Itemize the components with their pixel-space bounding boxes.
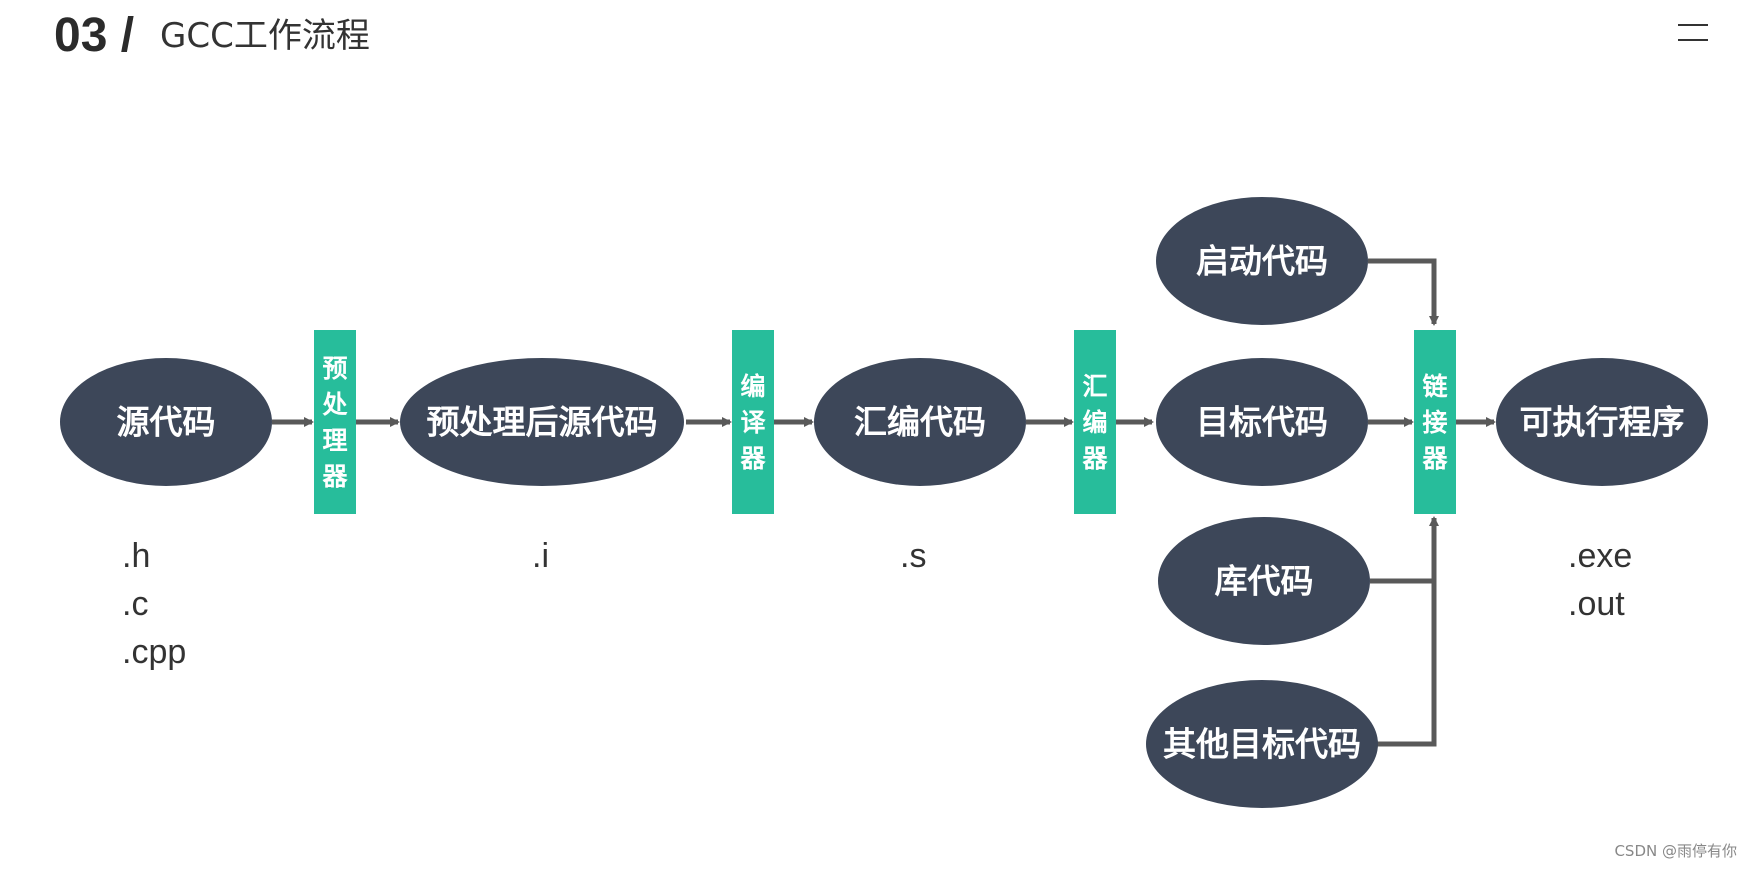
ext-s: .s — [900, 537, 926, 575]
ext-exe: .exe — [1568, 537, 1632, 575]
executable-node — [1496, 358, 1708, 486]
page-title: GCC工作流程 — [160, 16, 370, 56]
assembler-char-1: 汇 — [1082, 372, 1107, 401]
arrows — [272, 258, 1496, 747]
watermark: CSDN @雨停有你 — [1614, 842, 1737, 860]
ext-cpp: .cpp — [122, 633, 186, 671]
compiler-char-2: 译 — [740, 408, 766, 437]
menu-icon[interactable] — [1678, 24, 1710, 44]
source-node — [60, 358, 272, 486]
other-object-label: 其他目标代码 — [1163, 725, 1361, 764]
assembler-char-3: 器 — [1081, 444, 1108, 473]
connector-library-to-linker — [1370, 516, 1439, 584]
compiler-box — [732, 330, 774, 514]
preprocessed-node — [400, 358, 684, 486]
preprocessor-char-4: 器 — [321, 462, 348, 491]
executable-label: 可执行程序 — [1520, 403, 1685, 442]
compiler-char-1: 编 — [740, 372, 765, 401]
connector-other-object-to-linker — [1375, 581, 1437, 747]
linker-char-2: 接 — [1422, 408, 1447, 437]
ext-h: .h — [122, 537, 150, 575]
linker-box — [1414, 330, 1456, 514]
linker-char-1: 链 — [1422, 372, 1447, 401]
preprocessor-box — [314, 330, 356, 514]
preprocessor-char-1: 预 — [322, 354, 347, 383]
assembler-box — [1074, 330, 1116, 514]
section-number: 03 / — [54, 9, 135, 62]
linker-char-3: 器 — [1421, 444, 1448, 473]
source-label: 源代码 — [117, 403, 216, 442]
ext-i: .i — [532, 537, 549, 575]
object-label: 目标代码 — [1196, 403, 1328, 442]
compiler-char-3: 器 — [739, 444, 766, 473]
startup-node — [1156, 197, 1368, 325]
connector-startup-to-linker — [1368, 258, 1439, 326]
object-node — [1156, 358, 1368, 486]
preprocessed-label: 预处理后源代码 — [427, 403, 658, 442]
library-node — [1158, 517, 1370, 645]
ext-c: .c — [122, 585, 148, 623]
assembler-char-2: 编 — [1082, 408, 1107, 437]
assembly-label: 汇编代码 — [854, 403, 986, 442]
startup-label: 启动代码 — [1196, 242, 1328, 281]
other-object-node — [1146, 680, 1378, 808]
ext-out: .out — [1568, 585, 1625, 623]
preprocessor-char-3: 理 — [322, 426, 347, 455]
preprocessor-char-2: 处 — [321, 390, 347, 419]
library-label: 库代码 — [1215, 562, 1314, 601]
assembly-node — [814, 358, 1026, 486]
